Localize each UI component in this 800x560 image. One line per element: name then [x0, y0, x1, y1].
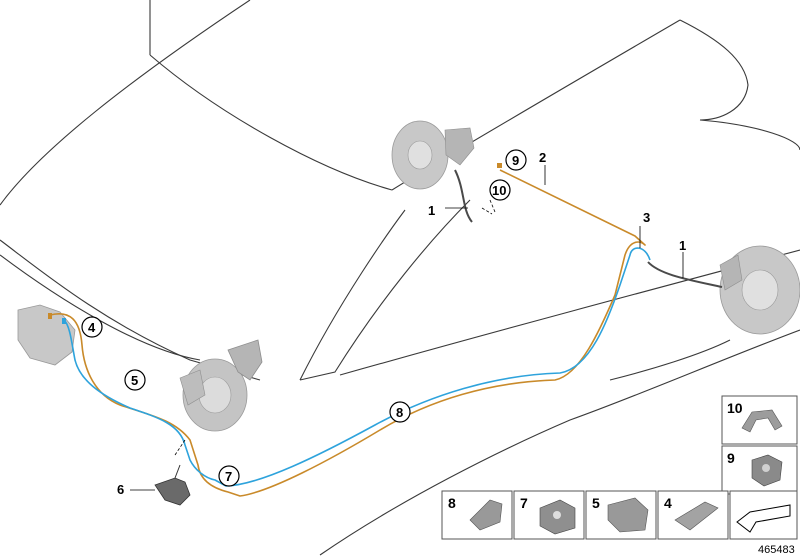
callout-5: 5 — [124, 369, 146, 391]
legend-cell-9: 9 — [721, 445, 798, 495]
callout-8: 8 — [389, 401, 411, 423]
svg-text:1: 1 — [679, 238, 686, 253]
leader-lines — [130, 165, 684, 491]
callouts: 1 1 2 3 4 5 6 7 8 9 — [81, 149, 686, 497]
connector-rear-upper — [497, 163, 502, 168]
svg-text:6: 6 — [117, 482, 124, 497]
front-brake-assembly — [17, 304, 263, 432]
svg-text:10: 10 — [727, 400, 743, 416]
clip-4-icon — [674, 501, 719, 531]
mounting-bracket — [154, 464, 191, 506]
callout-10: 10 — [489, 179, 511, 201]
clip-8-icon — [469, 499, 503, 531]
clip-10-icon — [741, 409, 783, 433]
clip-5-icon — [607, 497, 649, 533]
legend-cell-5: 5 — [585, 490, 657, 540]
svg-text:7: 7 — [225, 469, 232, 484]
legend-cell-4: 4 — [657, 490, 729, 540]
brake-line-orange — [49, 169, 646, 497]
svg-text:7: 7 — [520, 495, 528, 511]
svg-text:2: 2 — [539, 150, 546, 165]
svg-text:9: 9 — [512, 153, 519, 168]
callout-1-lower: 1 — [679, 238, 686, 253]
svg-text:5: 5 — [592, 495, 600, 511]
brake-hose-rear-lower — [647, 261, 723, 288]
connector-front-abs — [48, 313, 52, 319]
svg-text:10: 10 — [492, 183, 506, 198]
brake-lines — [49, 169, 651, 497]
brake-line-blue — [63, 247, 651, 487]
svg-text:4: 4 — [88, 320, 96, 335]
callout-9: 9 — [505, 149, 527, 171]
callout-2: 2 — [539, 150, 546, 165]
svg-text:8: 8 — [396, 405, 403, 420]
legend-cell-arrow — [729, 490, 798, 540]
svg-text:5: 5 — [131, 373, 138, 388]
svg-text:8: 8 — [448, 495, 456, 511]
svg-text:1: 1 — [428, 203, 435, 218]
rear-brake-upper — [391, 120, 475, 190]
connector-front-abs-blue — [62, 318, 66, 324]
arrow-icon — [736, 504, 791, 533]
legend-cell-10: 10 — [721, 395, 798, 445]
legend-cell-8: 8 — [441, 490, 513, 540]
callout-1-upper: 1 — [428, 203, 435, 218]
callout-6: 6 — [117, 482, 124, 497]
rear-brake-lower — [719, 245, 800, 335]
parts-legend: 10 9 8 7 5 4 — [441, 395, 798, 540]
callout-7: 7 — [218, 465, 240, 487]
svg-text:4: 4 — [664, 495, 672, 511]
callout-3: 3 — [643, 210, 650, 225]
svg-text:9: 9 — [727, 450, 735, 466]
diagram-reference-number: 465483 — [758, 544, 795, 556]
front-knuckle — [227, 339, 263, 381]
legend-cell-7: 7 — [513, 490, 585, 540]
callout-4: 4 — [81, 316, 103, 338]
brake-hoses — [454, 169, 723, 288]
abs-unit — [17, 304, 76, 366]
line-connectors — [48, 163, 502, 324]
brake-hose-rear-upper — [454, 169, 473, 223]
svg-text:3: 3 — [643, 210, 650, 225]
